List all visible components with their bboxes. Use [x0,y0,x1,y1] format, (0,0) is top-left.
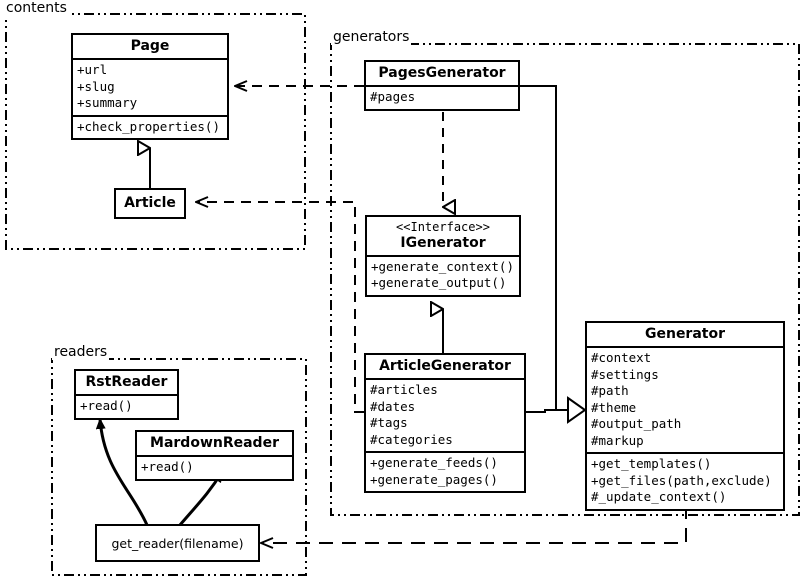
class-box-articlegenerator[interactable]: ArticleGenerator #articles #dates #tags … [364,353,526,494]
operation-item: +generate_feeds() [370,455,498,471]
class-stereotype-igenerator: <<Interface>> [396,220,490,234]
function-box-get-reader[interactable]: get_reader(filename) [95,524,260,562]
class-box-rstreader[interactable]: RstReader +read() [74,369,179,420]
class-attributes-generator: #context #settings #path #theme #output_… [587,346,783,452]
class-operations-rstreader: +read() [76,394,177,418]
class-operations-igenerator: +generate_context() +generate_output() [367,254,519,295]
attribute-item: #settings [591,366,659,382]
attribute-item: +slug [77,78,115,94]
class-box-page[interactable]: Page +url +slug +summary +check_properti… [71,33,229,141]
relation-generator-to-getreader [262,505,687,543]
operation-item: +read() [80,398,133,414]
class-operations-articlegenerator: +generate_feeds() +generate_pages() [366,451,524,491]
attribute-item: #context [591,350,652,366]
class-name-articlegenerator: ArticleGenerator [379,358,511,374]
class-name-pagesgenerator: PagesGenerator [378,65,506,81]
function-label-get-reader: get_reader(filename) [111,535,244,551]
class-name-mardownreader: MardownReader [150,435,279,451]
package-label-contents: contents [4,0,69,16]
class-operations-mardownreader: +read() [137,455,292,479]
attribute-item: #articles [370,382,438,398]
class-box-generator[interactable]: Generator #context #settings #path #them… [585,321,785,511]
class-name-article: Article [124,195,176,211]
operation-item: +get_files(path,exclude) [591,472,772,488]
attribute-item: #output_path [591,416,682,432]
class-attributes-articlegenerator: #articles #dates #tags #categories [366,378,524,451]
class-name-igenerator: IGenerator [400,234,486,251]
class-box-igenerator[interactable]: <<Interface>> IGenerator +generate_conte… [365,215,521,297]
class-name-page: Page [130,38,170,54]
operation-item: +generate_pages() [370,471,498,487]
attribute-item: #tags [370,415,408,431]
class-box-mardownreader[interactable]: MardownReader +read() [135,430,294,481]
attribute-item: #theme [591,399,637,415]
attribute-item: #markup [591,432,644,448]
operation-item: +generate_context() [371,258,514,274]
class-box-article[interactable]: Article [114,188,186,220]
operation-item: +generate_output() [371,275,507,291]
attribute-item: #pages [370,89,416,105]
attribute-item: #dates [370,398,416,414]
class-name-generator: Generator [644,326,725,342]
package-label-generators: generators [331,29,412,45]
attribute-item: #path [591,383,629,399]
operation-item: #_update_context() [591,489,727,505]
relation-pagesgenerator-to-generator [520,85,570,411]
class-operations-generator: +get_templates() +get_files(path,exclude… [587,452,783,509]
class-attributes-page: +url +slug +summary [73,58,227,115]
operation-item: +get_templates() [591,456,712,472]
operation-item: +check_properties() [77,118,220,134]
relation-articlegenerator-to-generator [526,409,570,413]
package-label-readers: readers [52,344,110,360]
attribute-item: +url [77,62,108,78]
class-name-rstreader: RstReader [85,374,168,390]
attribute-item: +summary [77,95,138,111]
generalization-arrowhead-generator [567,396,587,424]
operation-item: +read() [141,459,194,475]
class-operations-page: +check_properties() [73,114,227,139]
class-box-pagesgenerator[interactable]: PagesGenerator #pages [364,60,520,111]
relation-articlegenerator-to-article [197,202,364,413]
class-attributes-pagesgenerator: #pages [366,85,518,109]
attribute-item: #categories [370,431,453,447]
